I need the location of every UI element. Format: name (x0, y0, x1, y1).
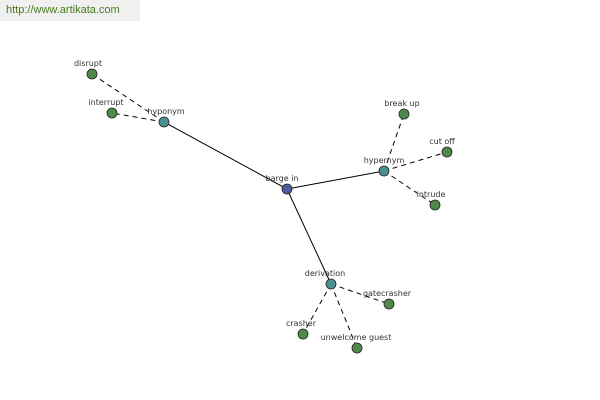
edge-derivation-crasher (302, 283, 332, 335)
node-barge-in[interactable] (281, 183, 293, 195)
edge-derivation-gatecrasher (330, 283, 390, 305)
edge-hypernym-intrude (383, 170, 436, 206)
edge-derivation-unwelcome-guest (330, 283, 358, 349)
edge-barge-in-hypernym (286, 170, 385, 190)
label-hyponym: hyponym (147, 107, 185, 116)
label-barge-in: barge in (266, 174, 299, 183)
node-intrude[interactable] (429, 199, 441, 211)
edge-hypernym-cut-off (383, 151, 448, 172)
label-interrupt: interrupt (88, 98, 123, 107)
label-disrupt: disrupt (74, 59, 102, 68)
label-break-up: break up (384, 99, 419, 108)
label-derivation: derivation (305, 269, 345, 278)
node-hyponym[interactable] (158, 116, 170, 128)
edge-hypernym-break-up (383, 113, 405, 172)
label-unwelcome-guest: unwelcome guest (321, 333, 392, 342)
watermark-url[interactable]: http://www.artikata.com (0, 0, 140, 21)
label-cut-off: cut off (429, 137, 455, 146)
node-labels: barge in hyponym hypernym derivation dis… (74, 59, 455, 342)
node-break-up[interactable] (398, 108, 410, 120)
node-cut-off[interactable] (441, 146, 453, 158)
node-unwelcome-guest[interactable] (351, 342, 363, 354)
node-interrupt[interactable] (106, 107, 118, 119)
solid-edges (163, 121, 385, 285)
dashed-edges (91, 73, 448, 349)
edge-barge-in-hyponym (163, 121, 288, 190)
category-nodes (158, 116, 390, 290)
node-derivation[interactable] (325, 278, 337, 290)
node-gatecrasher[interactable] (383, 298, 395, 310)
label-gatecrasher: gatecrasher (363, 289, 412, 298)
leaf-nodes (86, 68, 453, 354)
label-hypernym: hypernym (364, 156, 405, 165)
node-crasher[interactable] (297, 328, 309, 340)
label-intrude: intrude (417, 190, 446, 199)
edge-barge-in-derivation (286, 188, 332, 285)
node-disrupt[interactable] (86, 68, 98, 80)
edge-hyponym-disrupt (91, 73, 165, 123)
node-hypernym[interactable] (378, 165, 390, 177)
label-crasher: crasher (286, 319, 317, 328)
